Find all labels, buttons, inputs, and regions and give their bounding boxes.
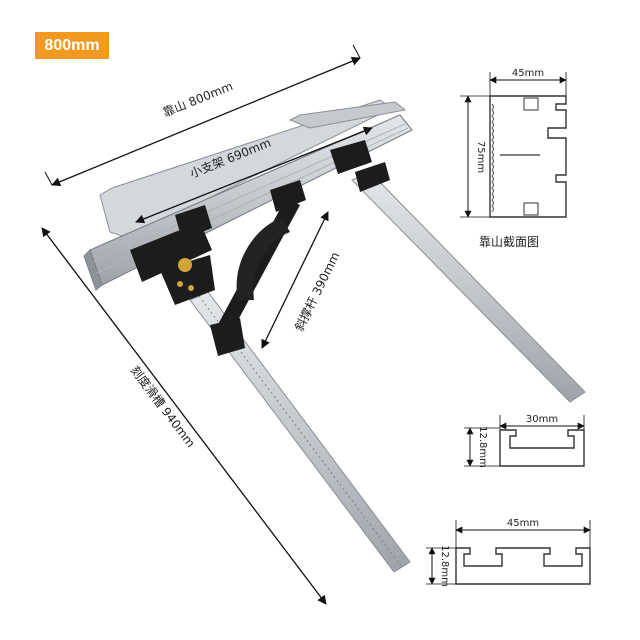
track45-width: 45mm bbox=[507, 518, 539, 529]
dim-brace-label: 斜撑杆 390mm bbox=[291, 249, 342, 333]
dim-support-line bbox=[135, 126, 373, 224]
size-badge: 800mm bbox=[35, 32, 109, 59]
fence-cross-section bbox=[460, 72, 567, 218]
fence-section-width: 45mm bbox=[512, 68, 544, 79]
track30-height: 12.8mm bbox=[477, 426, 488, 468]
dim-slide-line bbox=[41, 227, 327, 605]
track-profile-30 bbox=[464, 415, 585, 467]
fence-section-height: 75mm bbox=[475, 141, 486, 173]
support-rail bbox=[99, 99, 407, 239]
fence-section-caption: 靠山截面图 bbox=[479, 235, 539, 249]
track45-height: 12.8mm bbox=[439, 545, 450, 587]
dim-fence-line bbox=[44, 44, 361, 187]
track-profile-45 bbox=[426, 520, 591, 585]
track30-width: 30mm bbox=[526, 414, 558, 425]
dim-slide-label: 刻度滑槽 940mm bbox=[128, 363, 199, 450]
